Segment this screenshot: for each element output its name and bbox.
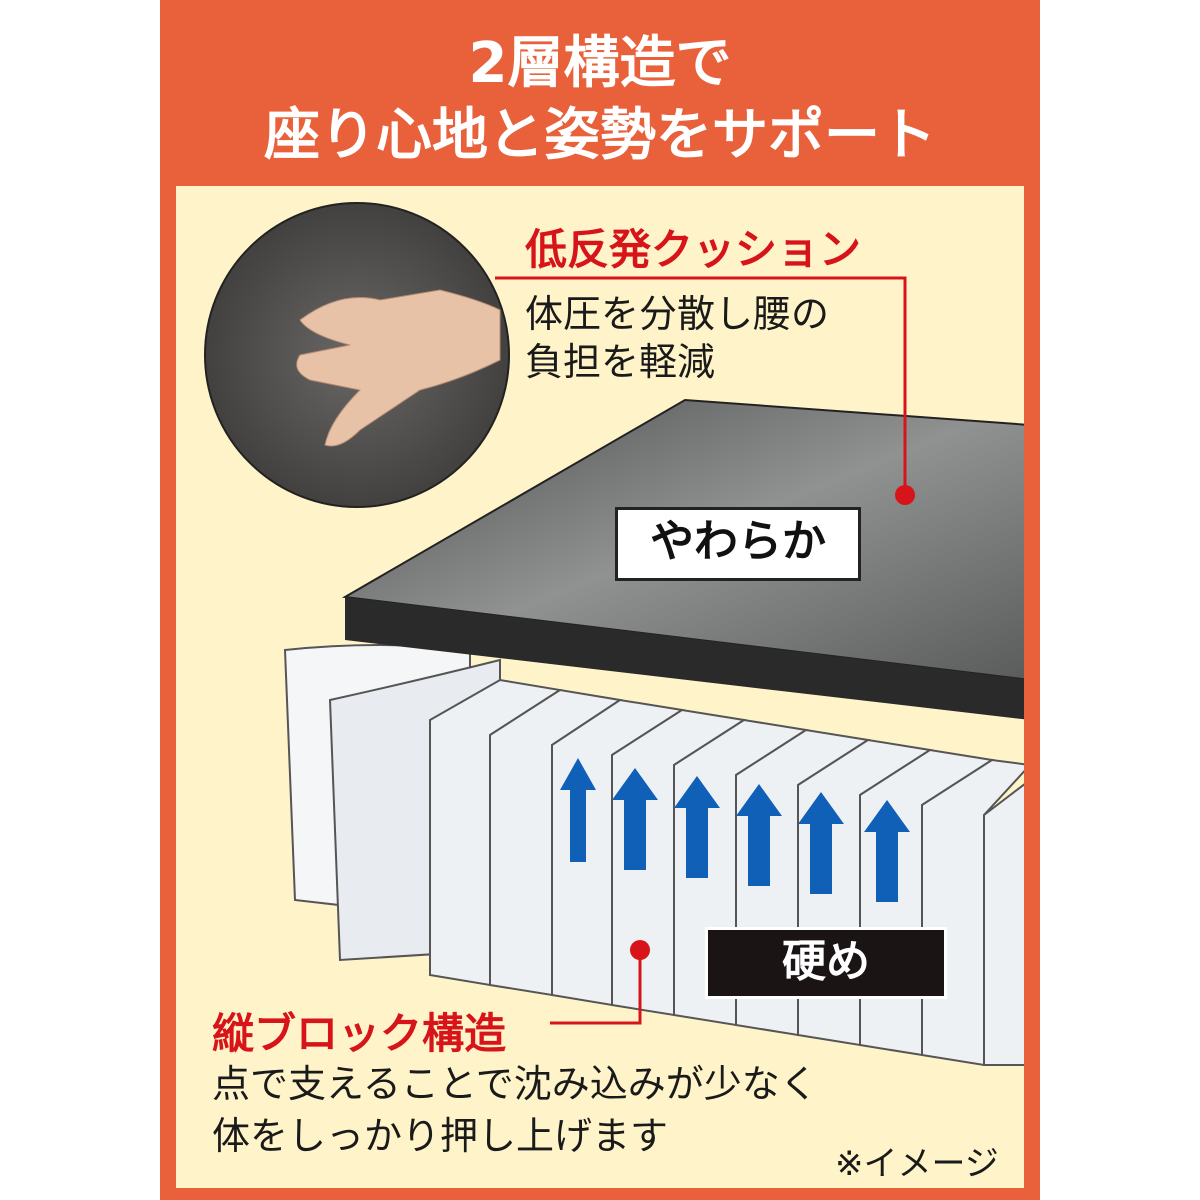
title-line-2: 座り心地と姿勢をサポート: [264, 103, 936, 168]
hand-icon: [296, 289, 501, 447]
up-arrow-icons: [560, 758, 910, 902]
bottom-layer-description: 点で支えることで沈み込みが少なく 体をしっかり押し上げます: [212, 1058, 818, 1162]
image-note: ※イメージ: [835, 1144, 999, 1184]
bottom-desc-line-1: 点で支えることで沈み込みが少なく: [212, 1062, 818, 1106]
top-layer-description: 体圧を分散し腰の 負担を軽減: [525, 290, 829, 386]
title-line-1: 2層構造で: [468, 31, 732, 96]
top-desc-line-2: 負担を軽減: [525, 340, 716, 384]
bottom-layer-name: 縦ブロック構造: [212, 1009, 507, 1058]
firm-tag: 硬め: [705, 927, 947, 999]
vertical-blocks: [283, 644, 1024, 1067]
top-desc-line-1: 体圧を分散し腰の: [525, 292, 830, 336]
top-cushion-side: [345, 597, 1024, 720]
page-title: 2層構造で 座り心地と姿勢をサポート: [160, 28, 1040, 172]
soft-tag: やわらか: [615, 507, 861, 581]
bottom-desc-line-2: 体をしっかり押し上げます: [212, 1114, 669, 1158]
top-layer-name: 低反発クッション: [525, 225, 862, 274]
